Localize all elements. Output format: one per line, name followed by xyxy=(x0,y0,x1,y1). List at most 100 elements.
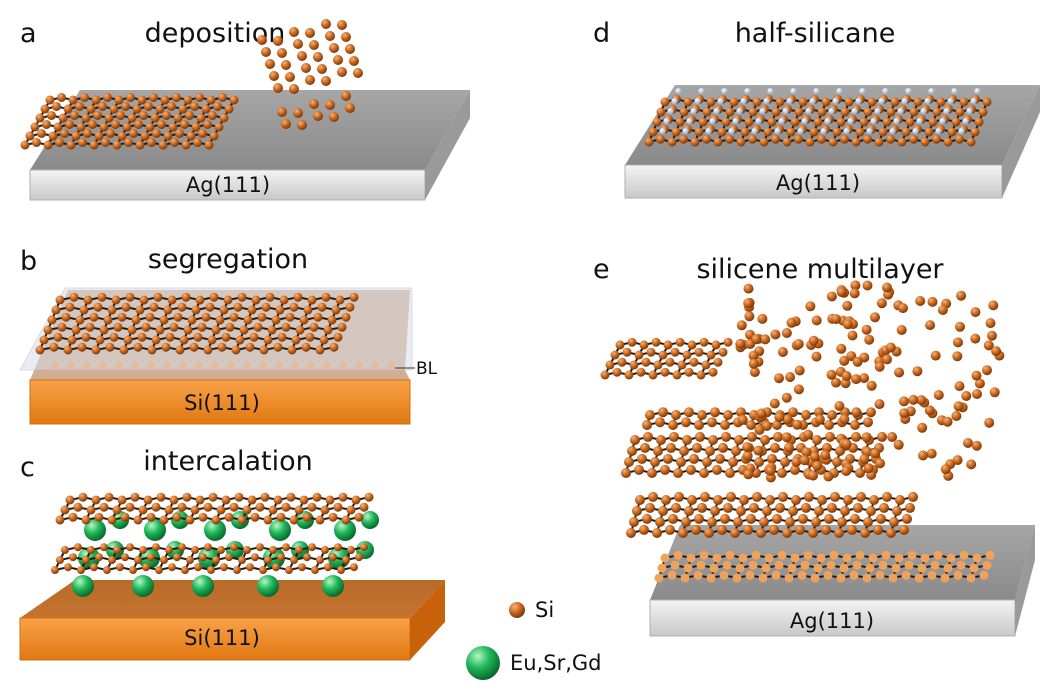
si-atom xyxy=(61,546,69,554)
si-atom xyxy=(359,502,369,512)
si-atom xyxy=(982,560,992,570)
si-atom xyxy=(852,356,863,367)
hydrogen-atom xyxy=(751,128,758,135)
si-atom xyxy=(927,570,937,580)
si-atom xyxy=(245,342,255,352)
si-atom xyxy=(64,563,72,572)
metal-atom xyxy=(84,519,106,541)
si-atom xyxy=(864,334,875,345)
silicene-sheet-a xyxy=(20,92,239,150)
si-atom xyxy=(728,457,738,467)
si-atom xyxy=(634,350,644,360)
si-atom xyxy=(823,570,833,580)
si-atom xyxy=(677,360,687,370)
si-atom xyxy=(213,101,222,111)
si-atom xyxy=(153,292,163,302)
si-atom xyxy=(290,556,298,564)
si-atom xyxy=(183,325,193,335)
hydrogen-atom xyxy=(970,98,977,105)
si-atom xyxy=(875,570,885,580)
si-atom xyxy=(898,303,908,314)
si-atom xyxy=(341,32,351,42)
si-atom xyxy=(809,451,820,462)
si-atom xyxy=(180,119,189,129)
si-atom xyxy=(940,573,950,583)
si-atom xyxy=(780,457,790,467)
si-atom xyxy=(60,128,69,138)
metal-atom xyxy=(204,519,226,541)
hydrogen-atom xyxy=(782,108,789,115)
si-atom xyxy=(35,345,45,355)
si-atom xyxy=(873,524,883,535)
hydrogen-atom xyxy=(705,128,712,135)
si-atom xyxy=(211,515,221,525)
si-atom xyxy=(107,305,117,315)
si-atom xyxy=(832,127,842,137)
si-atom xyxy=(260,492,270,502)
hydrogen-atom xyxy=(935,128,942,135)
si-atom xyxy=(660,464,670,475)
si-atom xyxy=(155,325,165,335)
si-atom xyxy=(160,556,168,564)
si-atom xyxy=(812,460,823,471)
si-atom xyxy=(94,512,104,522)
si-atom xyxy=(315,515,325,525)
si-atom xyxy=(885,342,896,353)
si-atom xyxy=(697,410,707,420)
si-atom xyxy=(953,401,964,412)
si-atom xyxy=(908,491,918,502)
si-atom xyxy=(843,495,853,505)
si-atom xyxy=(673,468,683,478)
si-atom xyxy=(71,325,81,335)
si-atom xyxy=(249,332,259,342)
si-atom xyxy=(933,390,944,400)
buffer-atom xyxy=(323,362,331,370)
si-atom xyxy=(282,543,290,552)
si-atom xyxy=(771,134,780,144)
si-atom xyxy=(763,127,773,137)
si-atom xyxy=(162,110,171,120)
si-atom xyxy=(879,502,889,513)
si-atom xyxy=(656,107,666,117)
si-atom xyxy=(739,495,749,505)
si-atom xyxy=(874,361,885,372)
si-atom xyxy=(77,566,85,574)
si-atom xyxy=(811,315,822,326)
si-atom xyxy=(679,134,688,144)
si-atom xyxy=(811,351,822,362)
si-atom xyxy=(328,512,338,522)
si-atom xyxy=(669,431,679,442)
si-atom xyxy=(736,137,746,147)
si-atom xyxy=(863,463,874,474)
si-atom xyxy=(943,137,953,147)
si-atom xyxy=(947,127,957,137)
buffer-atom xyxy=(163,362,171,370)
panel-title-e: silicene multilayer xyxy=(696,254,944,285)
si-atom xyxy=(53,332,63,342)
si-atom xyxy=(720,513,730,524)
si-atom xyxy=(125,502,135,512)
si-atom xyxy=(801,410,811,420)
si-atom xyxy=(201,104,211,114)
si-atom xyxy=(175,128,184,138)
si-atom xyxy=(342,556,350,564)
si-atom xyxy=(77,342,87,352)
si-atom xyxy=(826,291,837,302)
si-atom xyxy=(648,127,658,137)
si-atom xyxy=(203,345,213,355)
si-atom xyxy=(257,312,267,322)
si-atom xyxy=(683,97,693,107)
si-atom xyxy=(715,453,725,464)
si-atom xyxy=(671,127,681,137)
si-atom xyxy=(839,355,850,366)
si-atom xyxy=(243,546,251,554)
hydrogen-atom xyxy=(740,98,747,105)
si-atom xyxy=(736,407,746,418)
si-atom xyxy=(293,39,303,49)
buffer-atom xyxy=(291,362,299,370)
si-atom xyxy=(203,502,213,512)
si-atom xyxy=(752,97,762,107)
si-atom xyxy=(942,416,953,427)
si-atom xyxy=(748,107,758,117)
